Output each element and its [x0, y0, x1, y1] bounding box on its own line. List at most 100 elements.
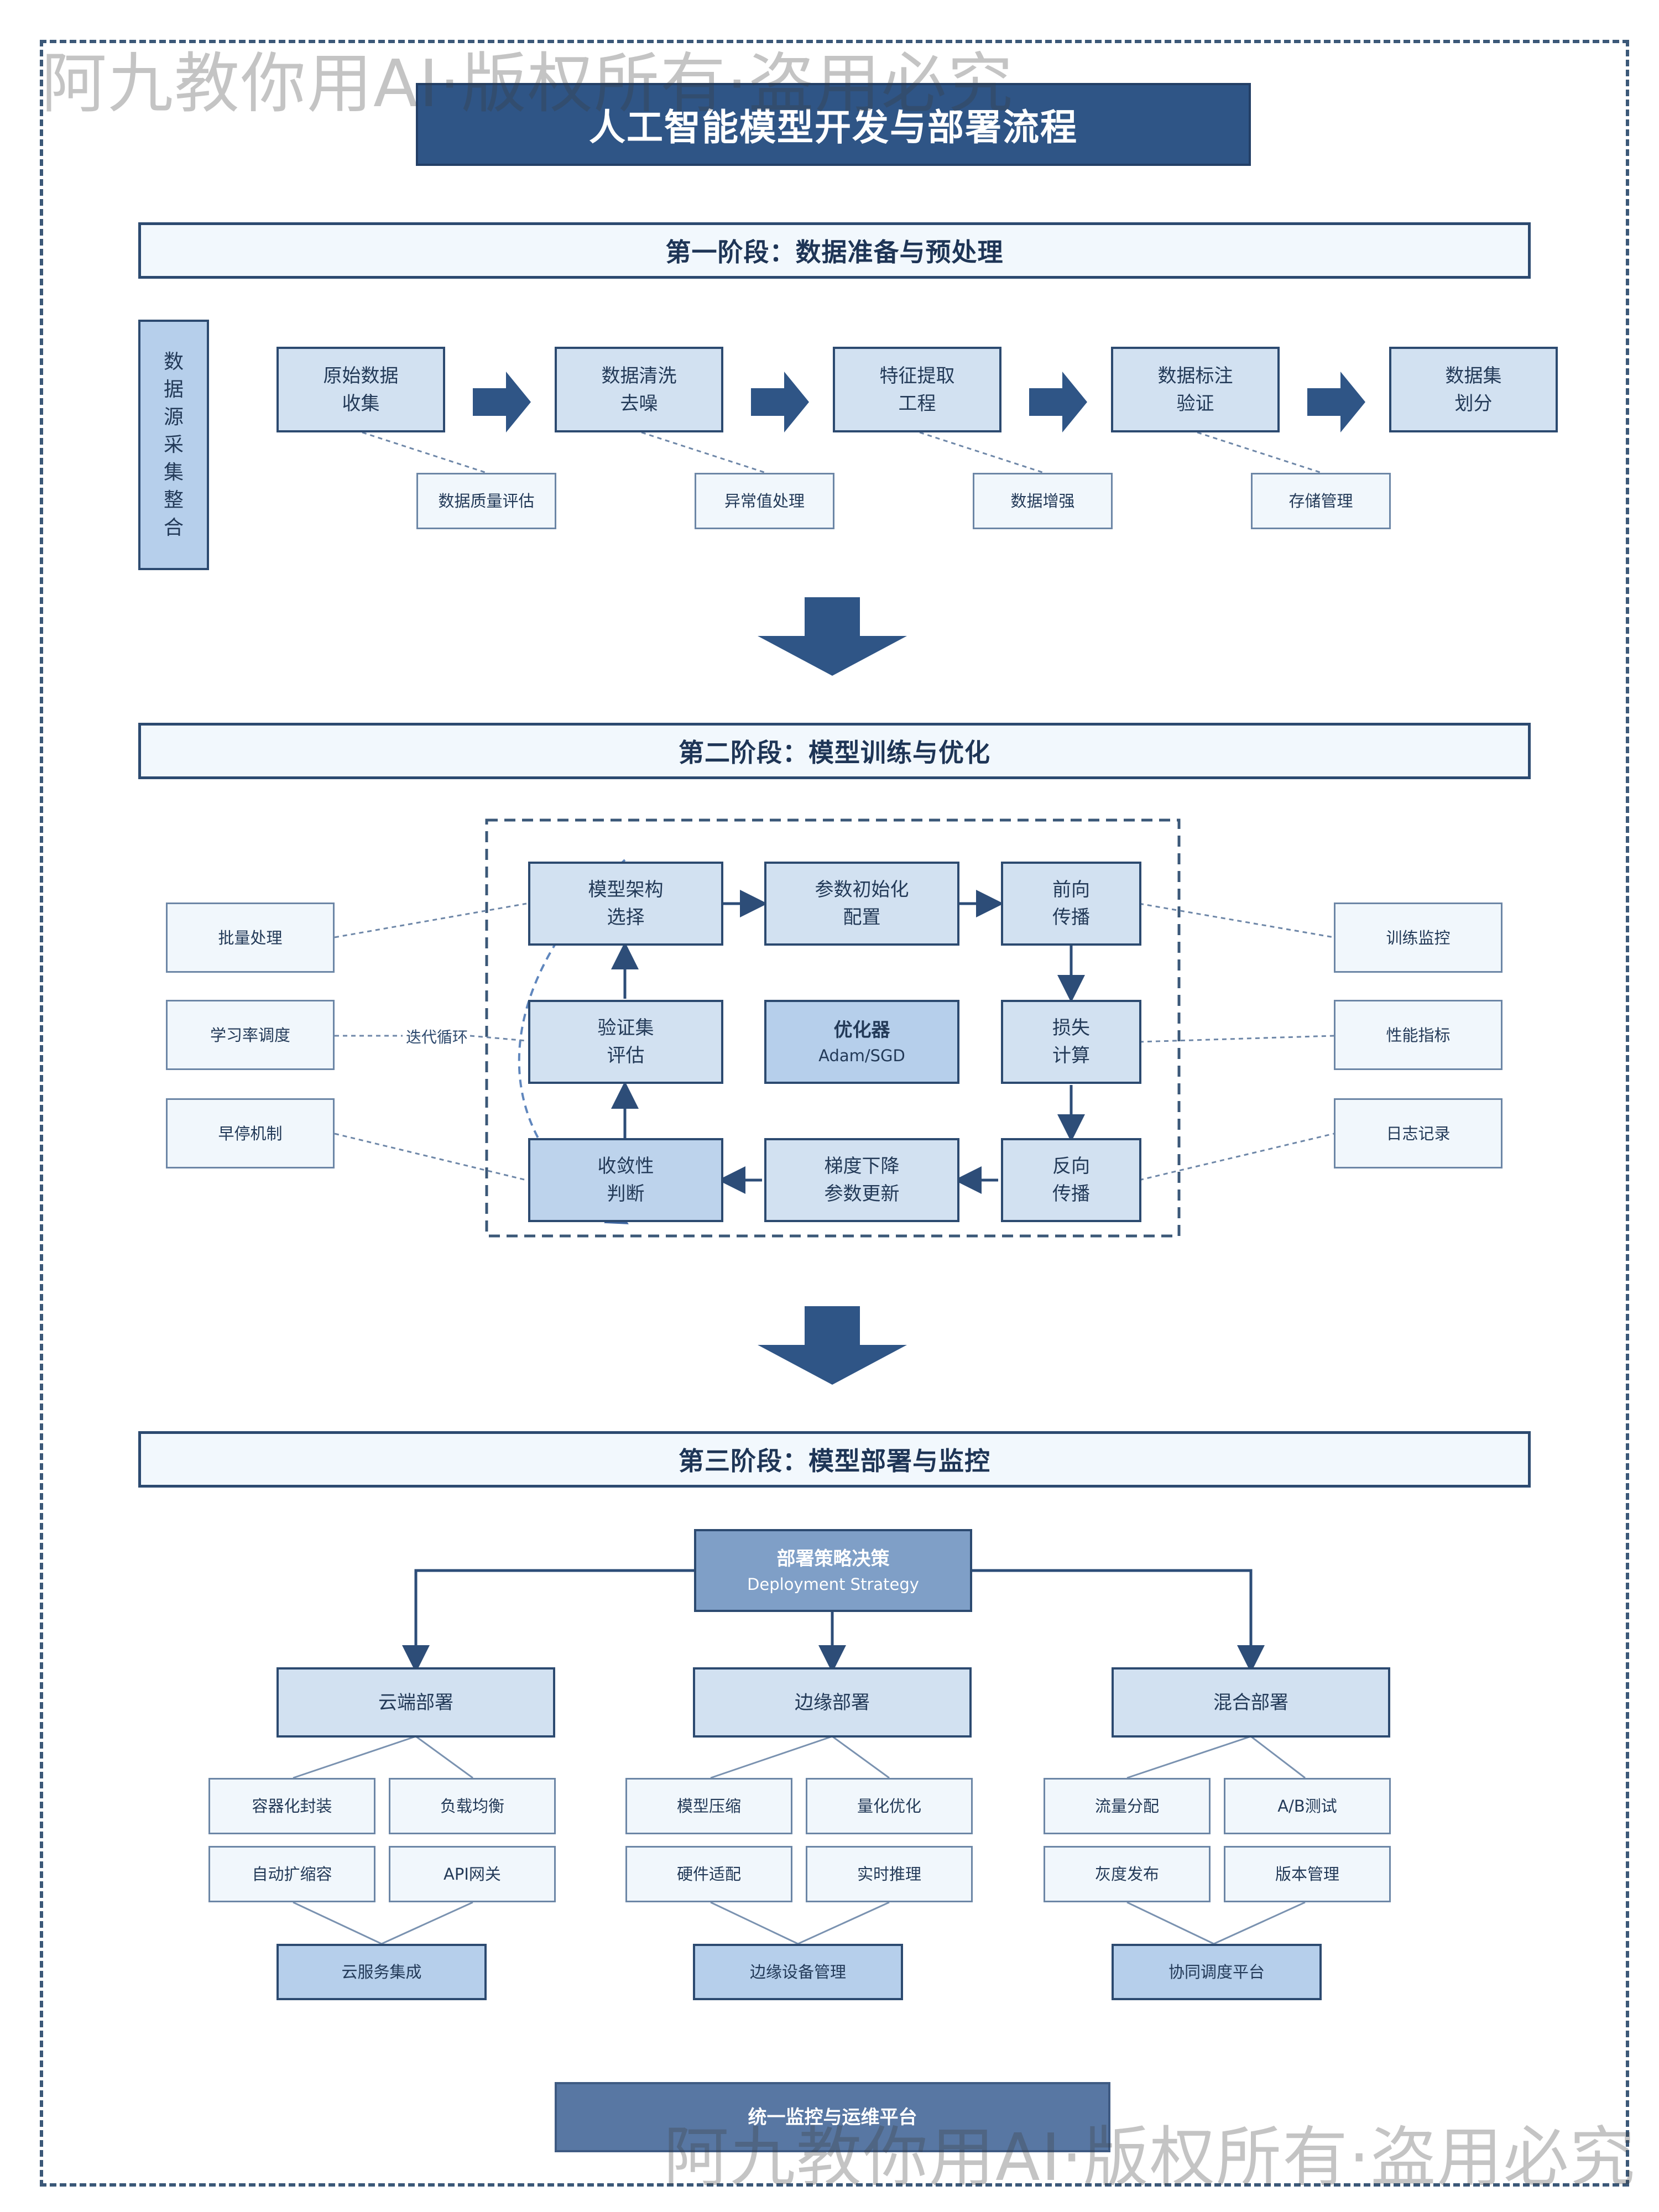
cloud-result: 云服务集成: [276, 1944, 487, 2000]
page-title-text: 人工智能模型开发与部署流程: [589, 106, 1078, 149]
branch-hybrid: 混合部署: [1112, 1667, 1390, 1738]
link-lr-2: [469, 1035, 527, 1042]
item-label: 容器化封装: [252, 1797, 332, 1815]
sub-label: 存储管理: [1288, 492, 1353, 510]
stage-arrow-2: [758, 1306, 907, 1385]
sub-link-1: [362, 431, 487, 474]
link-metrics: [1139, 1035, 1334, 1043]
node-line1: 损失: [1052, 1017, 1090, 1039]
item-label: 负载均衡: [440, 1797, 504, 1815]
cloud-item: 负载均衡: [389, 1778, 556, 1834]
item-label: 硬件适配: [676, 1865, 741, 1884]
flow-arrow-2: [751, 372, 809, 432]
side-metrics: 性能指标: [1334, 1000, 1503, 1070]
sub-augmentation: 数据增强: [973, 473, 1113, 529]
sub-link-2: [641, 431, 766, 474]
step-line1: 数据标注: [1157, 364, 1233, 387]
side-early-stopping: 早停机制: [166, 1098, 335, 1168]
node-line2: Adam/SGD: [818, 1046, 905, 1065]
edge-item: 实时推理: [806, 1846, 973, 1902]
item-label: 量化优化: [857, 1797, 921, 1815]
side-label: 学习率调度: [210, 1025, 290, 1045]
cloud-item: API网关: [389, 1846, 556, 1902]
result-label: 协同调度平台: [1168, 1963, 1265, 1981]
sub-outlier: 异常值处理: [695, 473, 834, 529]
side-logging: 日志记录: [1334, 1098, 1503, 1168]
fan-edge-3: [710, 1901, 799, 1945]
branch-label: 混合部署: [1213, 1691, 1288, 1714]
node-param-init: 参数初始化 配置: [764, 862, 959, 946]
sub-label: 异常值处理: [724, 492, 805, 510]
page-title: 人工智能模型开发与部署流程: [416, 83, 1251, 166]
item-label: 流量分配: [1094, 1797, 1159, 1815]
step-line1: 数据集: [1445, 364, 1502, 387]
node-model-architecture: 模型架构 选择: [528, 862, 723, 946]
stage3-band: 第三阶段：模型部署与监控: [138, 1431, 1531, 1488]
hybrid-item: 灰度发布: [1044, 1846, 1211, 1902]
fan-cloud-2: [415, 1735, 473, 1779]
hybrid-item: 流量分配: [1044, 1778, 1211, 1834]
node-line1: 收敛性: [597, 1155, 654, 1177]
step-line2: 收集: [342, 392, 380, 415]
item-label: 模型压缩: [676, 1797, 741, 1815]
node-forward-pass: 前向 传播: [1001, 862, 1141, 946]
side-char: 数: [163, 350, 184, 373]
sub-label: 数据质量评估: [438, 492, 535, 510]
fan-hybrid-4: [1213, 1901, 1306, 1945]
fan-cloud-1: [293, 1735, 416, 1779]
sub-link-4: [1197, 431, 1322, 474]
side-char: 采: [163, 433, 184, 456]
node-line1: 参数初始化: [815, 879, 909, 901]
watermark-top: 阿九教你用AI·版权所有·盗用必究: [41, 45, 1014, 122]
sub-storage: 存储管理: [1251, 473, 1391, 529]
sub-quality-check: 数据质量评估: [416, 473, 556, 529]
step-line2: 验证: [1176, 392, 1214, 415]
side-batch-processing: 批量处理: [166, 902, 335, 973]
cloud-item: 容器化封装: [208, 1778, 375, 1834]
result-label: 边缘设备管理: [749, 1963, 846, 1981]
item-label: A/B测试: [1277, 1797, 1337, 1815]
step-cleaning: 数据清洗 去噪: [555, 347, 723, 432]
branch-label: 云端部署: [378, 1691, 453, 1714]
monitoring-platform: 统一监控与运维平台: [555, 2082, 1110, 2152]
item-label: API网关: [444, 1865, 501, 1884]
node-line2: 传播: [1052, 1183, 1090, 1205]
flow-arrow-4: [1307, 372, 1365, 432]
stage2-band: 第二阶段：模型训练与优化: [138, 723, 1531, 779]
node-convergence: 收敛性 判断: [528, 1138, 723, 1222]
watermark-bottom: 阿九教你用AI·版权所有·盗用必究: [664, 2119, 1636, 2195]
result-label: 云服务集成: [341, 1963, 422, 1981]
platform-label: 统一监控与运维平台: [748, 2106, 917, 2128]
side-label: 训练监控: [1386, 928, 1451, 947]
loop-label: 迭代循环: [406, 1028, 468, 1046]
node-backward-pass: 反向 传播: [1001, 1138, 1141, 1222]
edge-result: 边缘设备管理: [693, 1944, 903, 2000]
step-line1: 数据清洗: [601, 364, 677, 387]
step-dataset-split: 数据集 划分: [1389, 347, 1558, 432]
step-line2: 去噪: [620, 392, 658, 415]
link-batch: [334, 902, 527, 938]
step-labeling: 数据标注 验证: [1111, 347, 1280, 432]
item-label: 自动扩缩容: [252, 1865, 332, 1884]
step-line1: 特征提取: [879, 364, 955, 387]
node-line1: 前向: [1052, 879, 1090, 901]
node-line1: 验证集: [597, 1017, 654, 1039]
hybrid-item: A/B测试: [1224, 1778, 1391, 1834]
branch-label: 边缘部署: [795, 1691, 870, 1714]
data-source-sidebar: 数 据 源 采 集 整 合: [138, 320, 209, 570]
node-gradient-descent: 梯度下降 参数更新: [764, 1138, 959, 1222]
node-line2: 选择: [607, 906, 645, 928]
stage2-title: 第二阶段：模型训练与优化: [679, 738, 990, 768]
node-line2: 计算: [1052, 1045, 1090, 1067]
side-lr-schedule: 学习率调度: [166, 1000, 335, 1070]
arrow-to-hybrid: [972, 1569, 1265, 1673]
edge-item: 量化优化: [806, 1778, 973, 1834]
branch-edge: 边缘部署: [693, 1667, 972, 1738]
strategy-title: 部署策略决策: [776, 1548, 890, 1570]
cloud-item: 自动扩缩容: [208, 1846, 375, 1902]
stage-arrow-1: [758, 597, 907, 676]
node-loss: 损失 计算: [1001, 1000, 1141, 1084]
step-feature-engineering: 特征提取 工程: [833, 347, 1001, 432]
node-line1: 模型架构: [588, 879, 664, 901]
